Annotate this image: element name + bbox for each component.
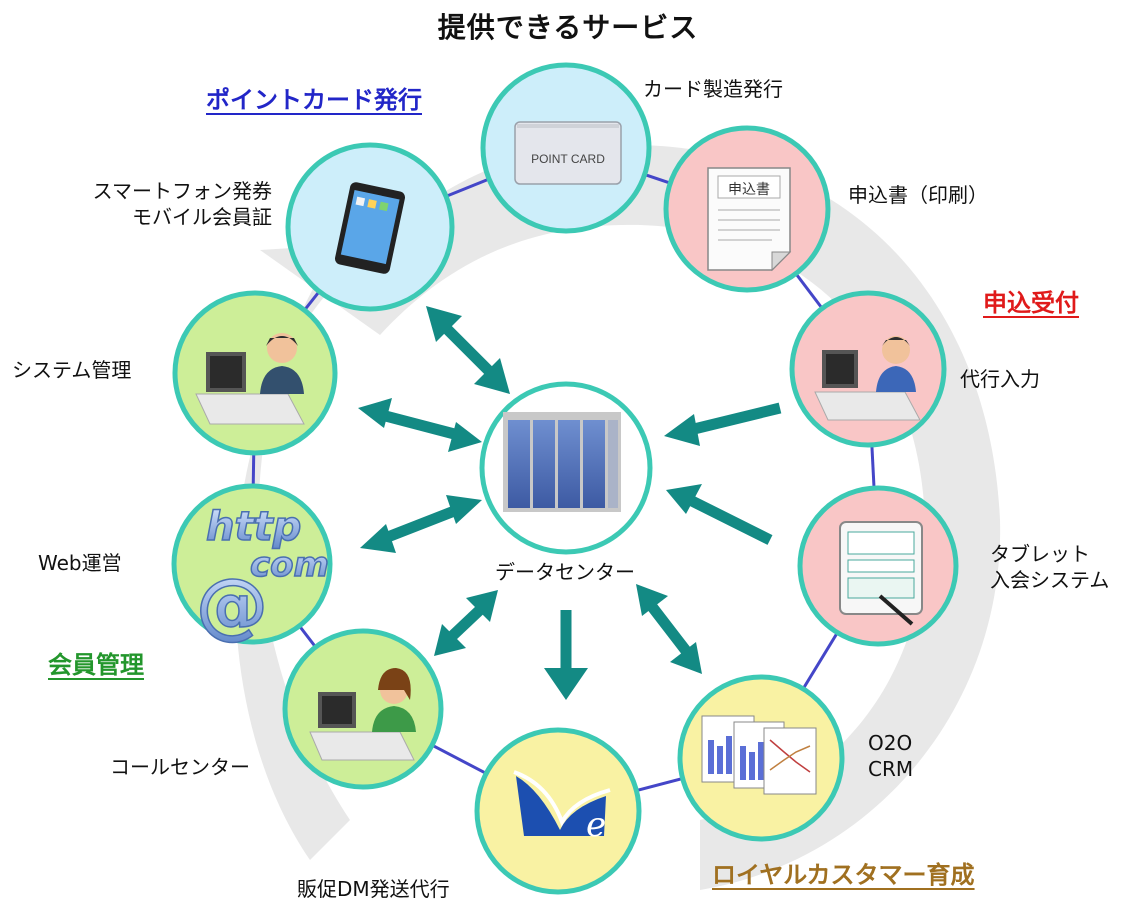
arrow-o2o — [645, 600, 695, 660]
tablet-form-icon — [839, 521, 923, 626]
mail-node: e — [474, 727, 642, 895]
smartphone-tablet-icon — [334, 182, 406, 274]
flow-arrows — [358, 306, 782, 700]
label-card: カード製造発行 — [643, 77, 783, 101]
label-mail: 販促DM発送代行 — [297, 877, 450, 901]
admin-pc-icon — [195, 333, 305, 425]
svg-text:com: com — [250, 545, 329, 585]
category-application: 申込受付 — [983, 289, 1079, 317]
category-loyal: ロイヤルカスタマー育成 — [712, 861, 975, 889]
data-center-node — [479, 381, 653, 555]
label-call: コールセンター — [110, 755, 250, 779]
svg-text:e: e — [586, 805, 606, 845]
call-center-node — [282, 628, 444, 790]
label-web: Web運営 — [38, 551, 122, 575]
arrow-system — [376, 408, 464, 442]
label-smartphone-line2: モバイル会員証 — [132, 205, 272, 229]
label-tablet-line1: タブレット — [990, 542, 1090, 566]
report-charts-icon — [701, 715, 817, 795]
category-point-card: ポイントカード発行 — [206, 86, 422, 114]
label-smartphone: スマートフォン発券 モバイル会員証 — [40, 178, 272, 230]
email-icon: e — [513, 770, 611, 845]
arrow-agent — [688, 402, 782, 436]
arrow-call — [444, 602, 488, 644]
smartphone-node — [285, 142, 455, 312]
svg-text:http: http — [206, 504, 301, 550]
label-o2o-line2: CRM — [868, 757, 914, 781]
page-title: 提供できるサービス — [437, 11, 699, 44]
form-node: 申込書 — [663, 125, 831, 293]
operator-pc-icon — [814, 336, 921, 421]
system-admin-node — [172, 290, 338, 456]
operator-headset-icon — [309, 668, 416, 761]
arrow-web — [378, 502, 464, 546]
data-center-label: データセンター — [495, 560, 635, 584]
label-o2o: O2O CRM — [868, 730, 913, 782]
http-com-icon: http com @ — [195, 503, 329, 648]
label-smartphone-line1: スマートフォン発券 — [92, 179, 272, 203]
label-tablet: タブレット 入会システム — [990, 541, 1109, 593]
server-rack-icon — [503, 412, 621, 512]
label-system: システム管理 — [12, 358, 132, 382]
label-o2o-line1: O2O — [868, 731, 913, 755]
label-agent: 代行入力 — [960, 367, 1040, 391]
application-form-icon: 申込書 — [707, 167, 792, 272]
o2o-crm-node — [677, 674, 845, 842]
card-node: POINT CARD — [480, 62, 652, 234]
category-member: 会員管理 — [48, 651, 144, 679]
point-card-icon: POINT CARD — [514, 121, 622, 185]
svg-text:申込書: 申込書 — [728, 182, 770, 198]
arrow-smartphone — [436, 318, 500, 382]
label-form: 申込書（印刷） — [848, 183, 988, 207]
agent-input-node — [789, 290, 947, 448]
background-swirl — [235, 144, 1001, 890]
tablet-node — [797, 485, 959, 647]
svg-text:POINT CARD: POINT CARD — [531, 152, 605, 166]
arrow-tablet — [687, 495, 773, 545]
svg-text:@: @ — [196, 563, 268, 647]
web-node: http com @ — [171, 483, 333, 648]
label-tablet-line2: 入会システム — [990, 568, 1110, 592]
